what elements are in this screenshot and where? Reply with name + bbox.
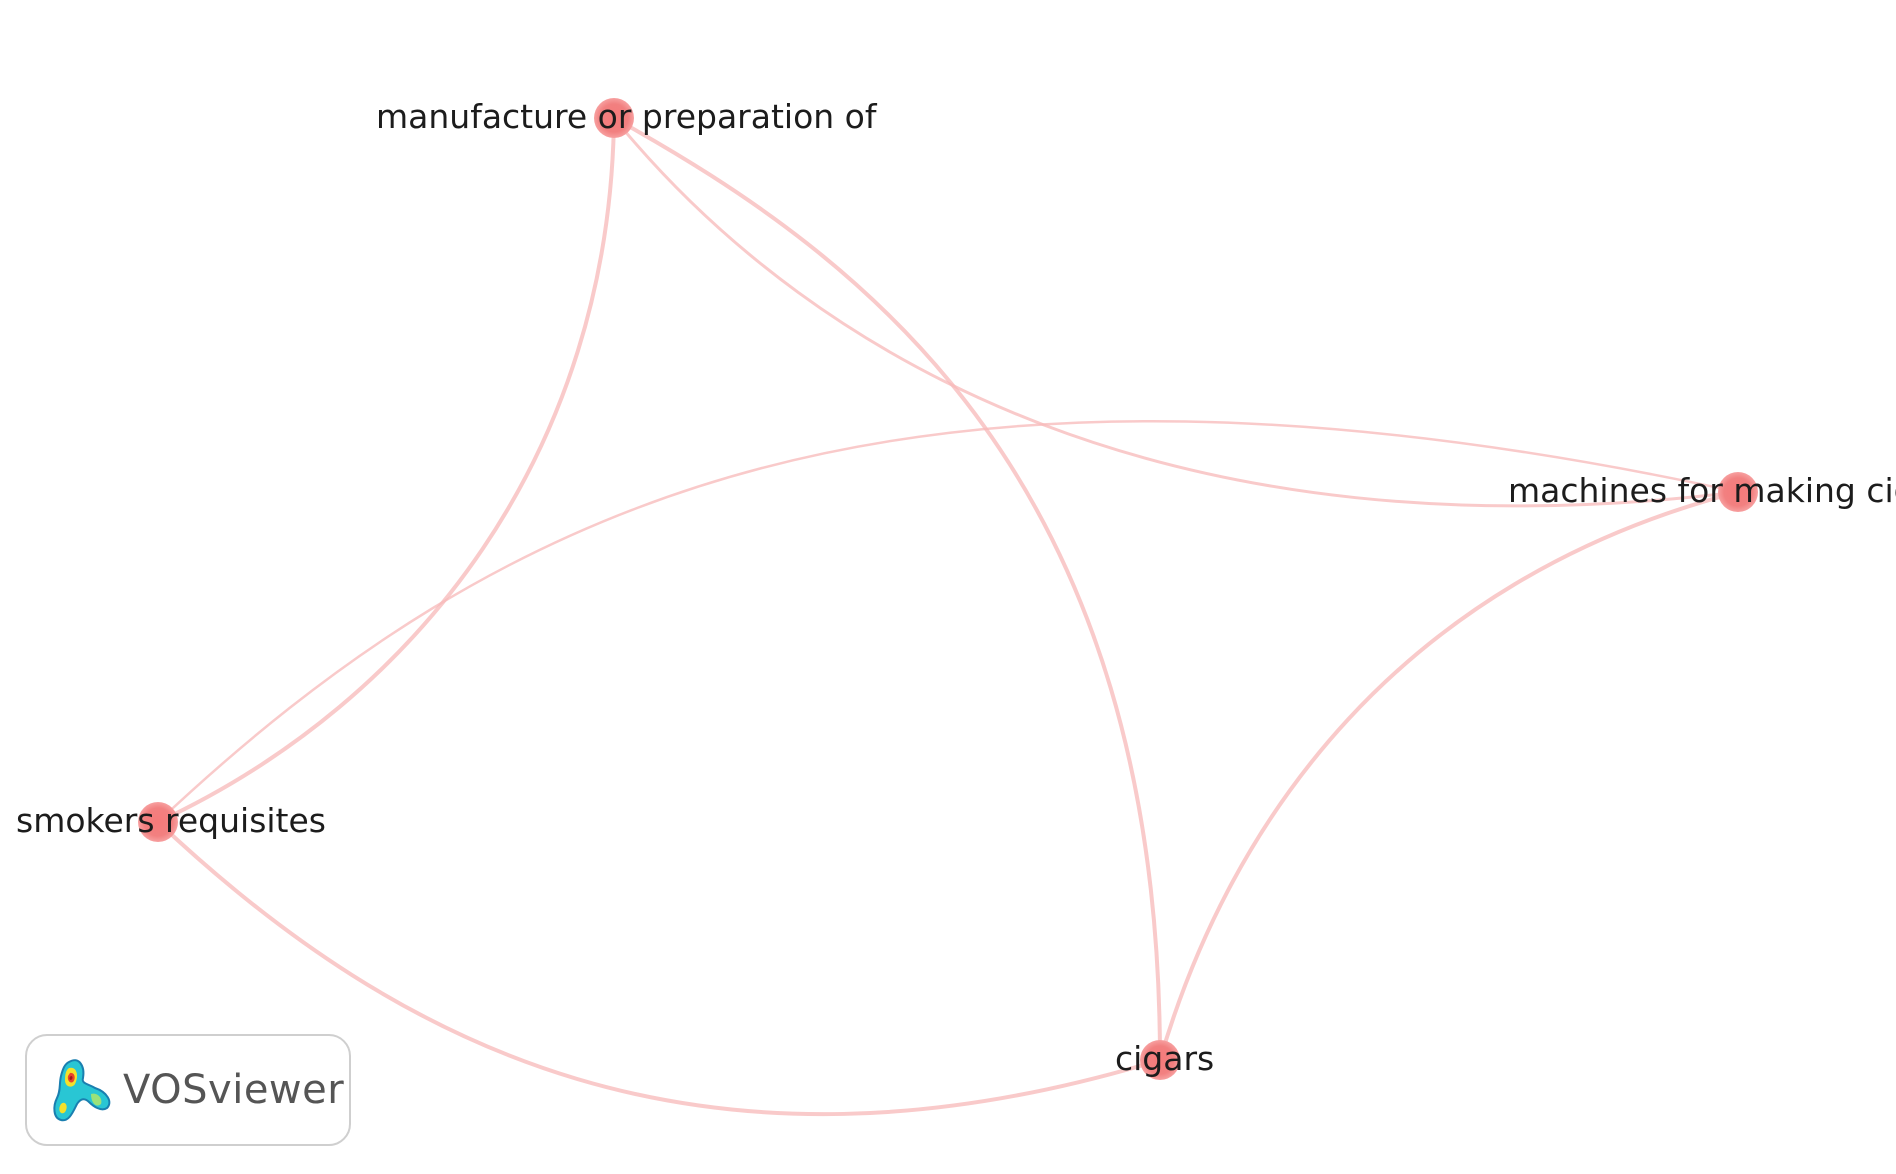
node-circle[interactable] — [138, 802, 178, 842]
node-label-manufacture: manufacture or preparation of — [376, 97, 878, 136]
node-cigars[interactable]: cigars — [1115, 1039, 1214, 1080]
edge-machines-cigars — [1158, 490, 1740, 1062]
node-machines[interactable]: machines for making cigar — [1508, 471, 1896, 512]
node-label-smokers: smokers requisites — [16, 801, 326, 840]
node-smokers[interactable]: smokers requisites — [16, 801, 326, 842]
node-label-machines: machines for making cigar — [1508, 471, 1896, 510]
node-circle[interactable] — [1140, 1040, 1180, 1080]
node-manufacture[interactable]: manufacture or preparation of — [376, 97, 878, 138]
edges-layer — [156, 116, 1740, 1117]
edge-manufacture-cigars — [612, 116, 1162, 1062]
vosviewer-logo-box[interactable]: VOSviewer — [25, 1034, 351, 1146]
edge-manufacture-smokers — [156, 116, 616, 824]
node-circle[interactable] — [594, 98, 634, 138]
edge-smokers-machines — [156, 420, 1740, 824]
edge-smokers-cigars — [156, 820, 1162, 1117]
vosviewer-logo-text: VOSviewer — [123, 1067, 345, 1113]
vosviewer-density-icon — [53, 1059, 111, 1122]
node-circle[interactable] — [1718, 472, 1758, 512]
nodes-layer: manufacture or preparation of machines f… — [16, 97, 1896, 1080]
node-label-cigars: cigars — [1115, 1039, 1214, 1078]
edge-manufacture-machines — [612, 116, 1740, 508]
